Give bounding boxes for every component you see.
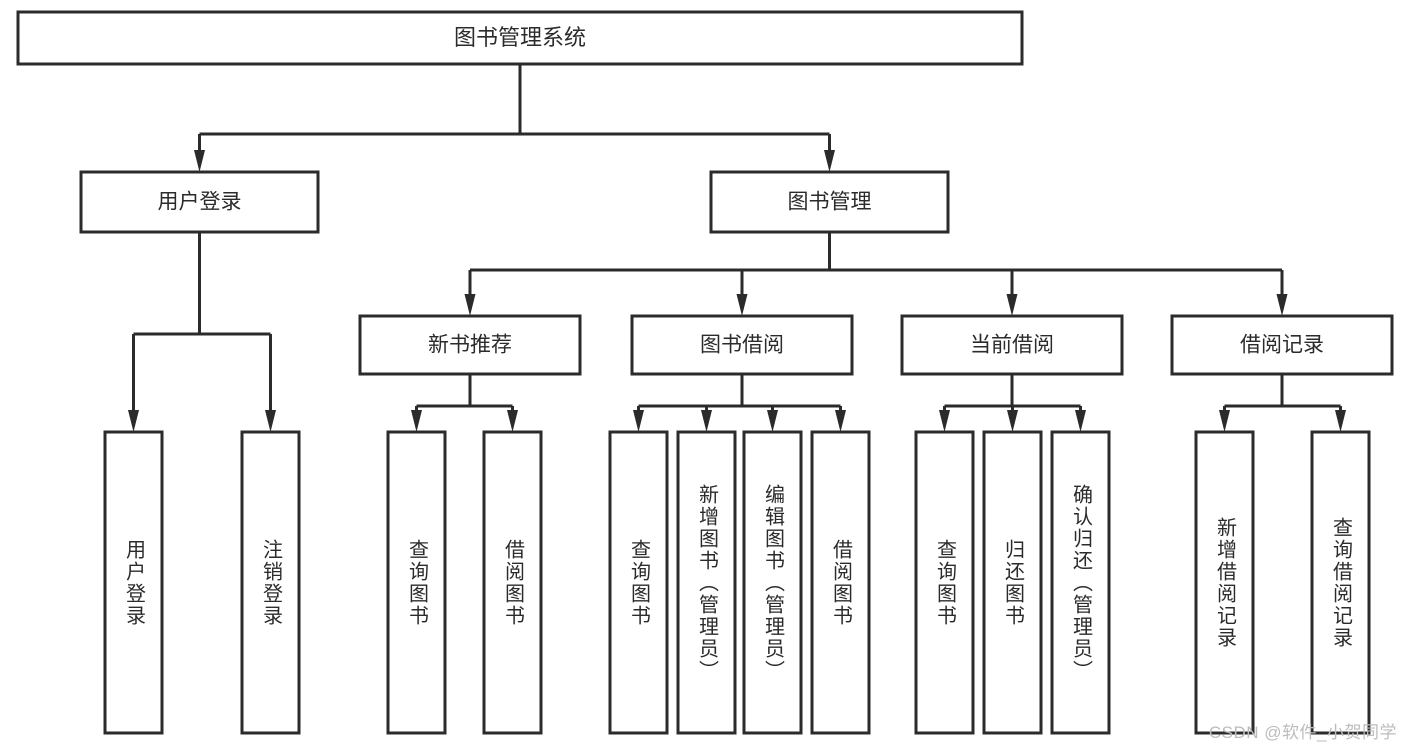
arrow-head-icon — [824, 150, 835, 172]
level3-box[interactable] — [900, 314, 1124, 376]
level2-box[interactable] — [709, 170, 950, 234]
level3-label: 当前借阅 — [970, 334, 1054, 357]
root-box[interactable] — [16, 10, 1024, 66]
leaf-box[interactable] — [914, 430, 975, 735]
arrow-head-icon — [701, 410, 712, 432]
level3-box[interactable] — [630, 314, 854, 376]
level2-label: 用户登录 — [158, 191, 242, 214]
arrow-head-icon — [1006, 294, 1018, 316]
box-layer — [16, 10, 1394, 735]
level3-label: 新书推荐 — [428, 334, 512, 357]
leaf-box[interactable] — [1050, 430, 1111, 735]
root-label: 图书管理系统 — [454, 25, 586, 50]
edge-layer — [128, 64, 1346, 432]
arrow-head-icon — [464, 294, 476, 316]
leaf-box[interactable] — [103, 430, 164, 735]
leaf-box[interactable] — [482, 430, 543, 735]
leaf-box[interactable] — [1310, 430, 1371, 735]
arrow-head-icon — [1075, 410, 1086, 432]
level3-label: 图书借阅 — [700, 334, 784, 357]
arrow-head-icon — [835, 410, 846, 432]
leaf-box[interactable] — [742, 430, 803, 735]
arrow-head-icon — [411, 410, 422, 432]
arrow-head-icon — [736, 294, 748, 316]
arrow-head-icon — [939, 410, 950, 432]
leaf-box[interactable] — [982, 430, 1043, 735]
level3-label: 借阅记录 — [1240, 334, 1324, 357]
arrow-head-icon — [1219, 410, 1230, 432]
leaf-box[interactable] — [810, 430, 871, 735]
arrow-head-icon — [265, 410, 276, 432]
leaf-box[interactable] — [386, 430, 447, 735]
watermark-text: CSDN @软件_小贺同学 — [1208, 723, 1397, 742]
level2-box[interactable] — [79, 170, 320, 234]
arrow-head-icon — [507, 410, 518, 432]
level3-box[interactable] — [1170, 314, 1394, 376]
arrow-head-icon — [1007, 410, 1018, 432]
leaf-box[interactable] — [240, 430, 301, 735]
arrow-head-icon — [128, 410, 139, 432]
arrow-head-icon — [1335, 410, 1346, 432]
leaf-box[interactable] — [608, 430, 669, 735]
arrow-head-icon — [633, 410, 644, 432]
arrow-head-icon — [767, 410, 778, 432]
level2-label: 图书管理 — [788, 191, 872, 214]
level3-box[interactable] — [358, 314, 582, 376]
arrow-head-icon — [1276, 294, 1288, 316]
leaf-box[interactable] — [1194, 430, 1255, 735]
arrow-head-icon — [194, 150, 205, 172]
leaf-box[interactable] — [676, 430, 737, 735]
